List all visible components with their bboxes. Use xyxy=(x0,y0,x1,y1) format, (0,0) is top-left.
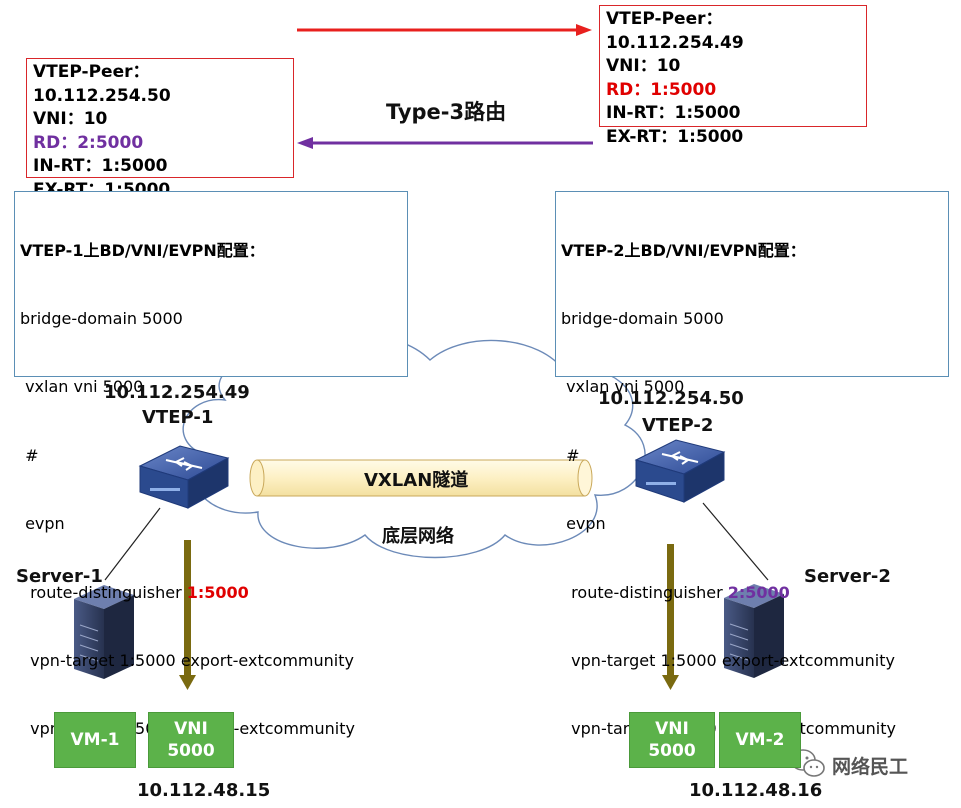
underlay-label: 底层网络 xyxy=(382,526,454,547)
vtep1-config-line: vpn-target 1:5000 export-extcommunity xyxy=(20,650,354,670)
vtep2-name: VTEP-2 xyxy=(642,415,714,436)
vtep2-config-line: vxlan vni 5000 xyxy=(561,377,685,397)
tunnel-icon xyxy=(249,459,593,497)
vtep2-config-line: evpn xyxy=(561,514,606,534)
switch-icon xyxy=(634,439,726,503)
vni-left-line2: 5000 xyxy=(167,741,215,761)
down-arrow-right xyxy=(662,544,679,690)
left-peer-in-rt: IN-RT：1:5000 xyxy=(33,156,168,176)
vtep1-config-line: bridge-domain 5000 xyxy=(20,308,183,328)
vni-right-line1: VNI xyxy=(655,719,689,739)
right-peer-in-rt: IN-RT：1:5000 xyxy=(606,103,741,123)
right-peer-rd: RD：1:5000 xyxy=(606,79,717,100)
vtep1-name: VTEP-1 xyxy=(142,407,214,428)
vni-left-line1: VNI xyxy=(174,719,208,739)
vm1-box: VM-1 xyxy=(54,712,136,768)
vm1-label: VM-1 xyxy=(70,730,120,750)
right-peer-vtep: VTEP-Peer：10.112.254.49 xyxy=(606,9,744,53)
vtep2-rd-value: 2:5000 xyxy=(727,582,790,602)
vtep1-rd-prefix: route-distinguisher xyxy=(20,582,187,602)
link-vtep2-server2 xyxy=(702,502,769,581)
ip-left-label: 10.112.48.15 xyxy=(137,780,271,801)
tunnel-label: VXLAN隧道 xyxy=(364,470,469,491)
vtep2-config-rd-line: route-distinguisher 2:5000 xyxy=(561,582,943,605)
vtep1-config-line: evpn xyxy=(20,514,65,534)
red-arrow-right xyxy=(297,24,592,36)
server2-label: Server-2 xyxy=(804,566,891,587)
vtep2-rd-prefix: route-distinguisher xyxy=(561,582,728,602)
vtep1-config-title: VTEP-1上BD/VNI/EVPN配置： xyxy=(20,240,265,260)
right-peer-box: VTEP-Peer：10.112.254.49 VNI：10 RD：1:5000… xyxy=(599,5,867,147)
vtep2-config-title: VTEP-2上BD/VNI/EVPN配置： xyxy=(561,240,806,260)
left-peer-rd: RD：2:5000 xyxy=(33,132,144,153)
vni-right-box: VNI 5000 xyxy=(629,712,715,768)
ip-right-label: 10.112.48.16 xyxy=(689,780,823,801)
vtep1-config-line: vxlan vni 5000 xyxy=(20,377,144,397)
vtep2-config-line: # xyxy=(561,445,580,465)
link-vtep1-server1 xyxy=(104,507,161,581)
server-icon xyxy=(74,585,134,679)
right-peer-vni: VNI：10 xyxy=(606,56,681,76)
vni-right-line2: 5000 xyxy=(648,741,696,761)
down-arrow-left xyxy=(179,540,196,690)
left-peer-box: VTEP-Peer：10.112.254.50 VNI：10 RD：2:5000… xyxy=(26,58,294,200)
vm2-box: VM-2 xyxy=(719,712,801,768)
vtep2-config-box: VTEP-2上BD/VNI/EVPN配置： bridge-domain 5000… xyxy=(555,191,949,738)
server1-label: Server-1 xyxy=(16,566,103,587)
purple-arrow-left xyxy=(297,137,593,149)
left-peer-vtep: VTEP-Peer：10.112.254.50 xyxy=(33,62,171,106)
vtep2-config-line: bridge-domain 5000 xyxy=(561,308,724,328)
server-icon xyxy=(724,584,784,678)
vm2-label: VM-2 xyxy=(735,730,785,750)
vtep1-config-rd-line: route-distinguisher 1:5000 xyxy=(20,582,402,605)
vtep2-config-line: vpn-target 1:5000 export-extcommunity xyxy=(561,650,895,670)
right-peer-ex-rt: EX-RT：1:5000 xyxy=(606,126,744,147)
vtep1-rd-value: 1:5000 xyxy=(186,582,249,602)
switch-icon xyxy=(138,445,230,509)
vtep1-config-line: # xyxy=(20,445,39,465)
watermark-label: 网络民工 xyxy=(832,756,909,778)
left-peer-vni: VNI：10 xyxy=(33,109,108,129)
route-type-label: Type-3路由 xyxy=(386,100,507,124)
vtep1-ip: 10.112.254.49 xyxy=(104,382,250,403)
vni-left-box: VNI 5000 xyxy=(148,712,234,768)
vtep1-config-box: VTEP-1上BD/VNI/EVPN配置： bridge-domain 5000… xyxy=(14,191,408,738)
vtep2-ip: 10.112.254.50 xyxy=(598,388,744,409)
